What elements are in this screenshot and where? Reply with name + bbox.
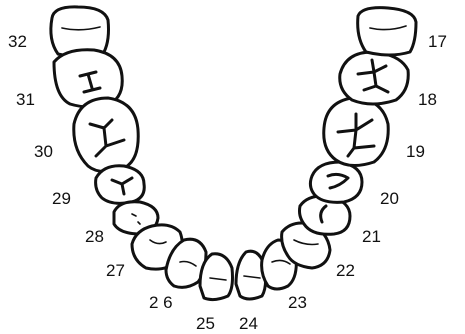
tooth-number-25: 25 — [196, 315, 215, 332]
tooth-number-29: 29 — [52, 190, 71, 207]
tooth-30 — [74, 98, 138, 172]
tooth-19 — [324, 98, 388, 166]
tooth-number-32: 32 — [8, 33, 27, 50]
tooth-number-23: 23 — [288, 294, 307, 311]
tooth-number-30: 30 — [34, 143, 53, 160]
tooth-number-18: 18 — [418, 91, 437, 108]
tooth-number-19: 19 — [406, 143, 425, 160]
tooth-number-17: 17 — [428, 33, 447, 50]
tooth-17 — [358, 8, 416, 55]
tooth-20 — [310, 162, 362, 202]
tooth-25 — [200, 254, 233, 300]
tooth-29 — [96, 166, 145, 204]
tooth-number-20: 20 — [380, 190, 399, 207]
tooth-number-31: 31 — [16, 91, 35, 108]
tooth-number-26: 2 6 — [149, 294, 173, 311]
tooth-number-22: 22 — [336, 262, 355, 279]
tooth-18 — [340, 52, 409, 104]
tooth-number-24: 24 — [239, 315, 258, 332]
tooth-number-28: 28 — [85, 228, 104, 245]
tooth-number-21: 21 — [362, 228, 381, 245]
tooth-number-27: 27 — [106, 262, 125, 279]
